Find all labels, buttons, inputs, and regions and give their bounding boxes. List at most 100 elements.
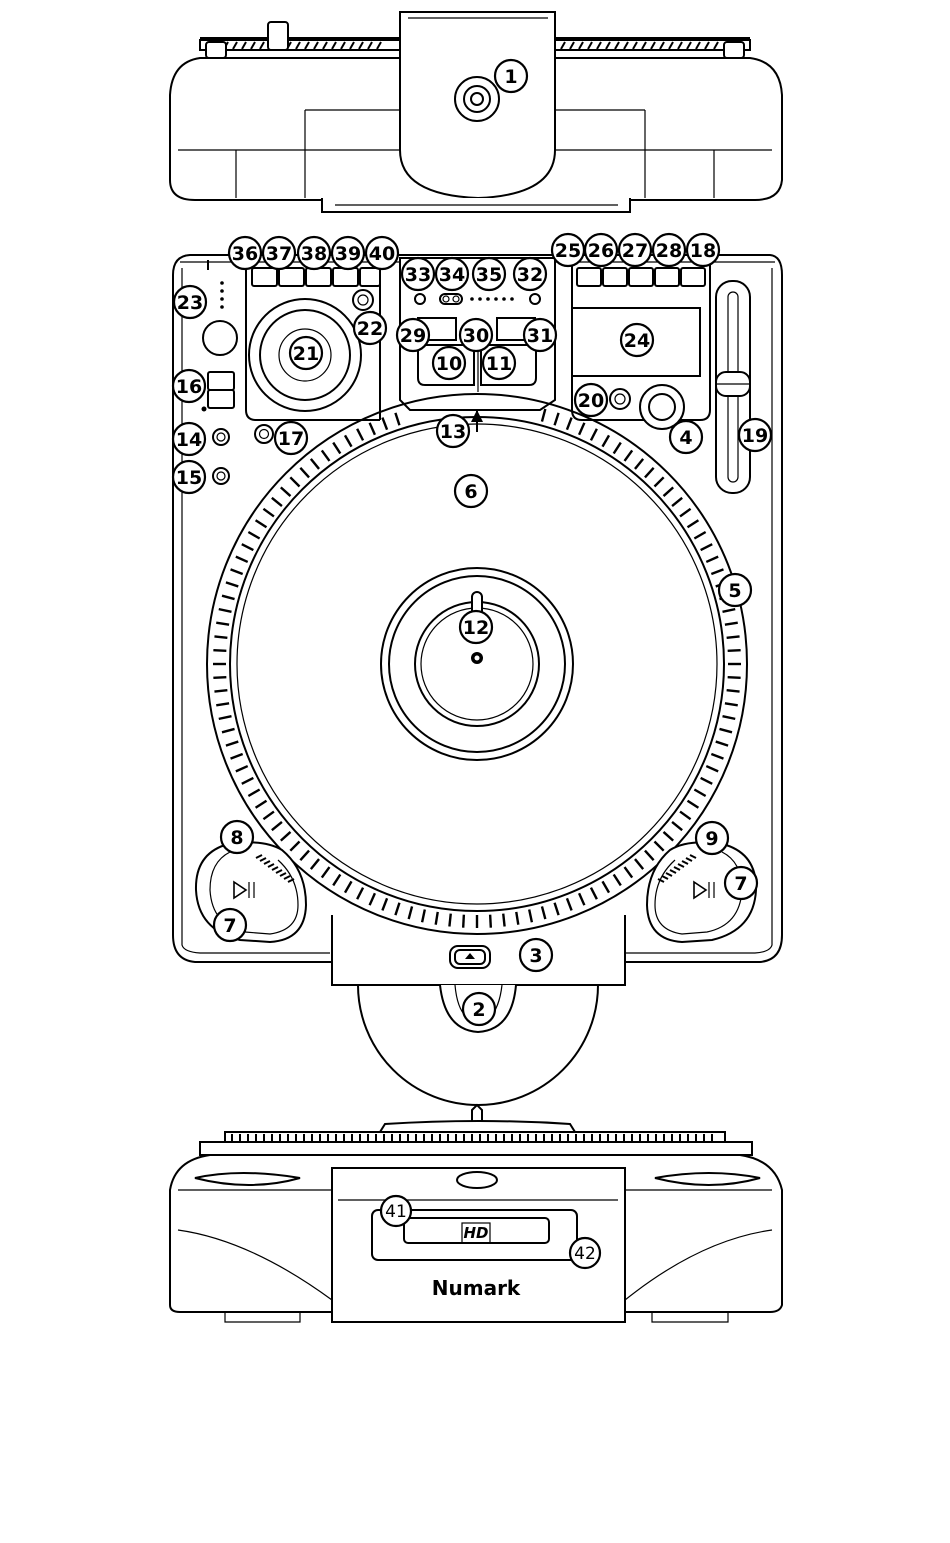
knob-22[interactable] — [353, 290, 373, 310]
callout-26: 26 — [585, 234, 617, 266]
callout-label: 18 — [690, 240, 716, 262]
callout-39: 39 — [332, 237, 364, 269]
callout-11: 11 — [483, 347, 515, 379]
button-18[interactable] — [681, 268, 705, 286]
callout-20: 20 — [575, 384, 607, 416]
callout-32: 32 — [514, 258, 546, 290]
callout-label: 9 — [705, 828, 718, 850]
led-33 — [415, 294, 425, 304]
callout-label: 3 — [529, 945, 542, 967]
callout-label: 21 — [293, 343, 319, 365]
button-37[interactable] — [279, 268, 304, 286]
callout-1: 1 — [495, 60, 527, 92]
callout-23: 23 — [174, 286, 206, 318]
callout-3: 3 — [520, 939, 552, 971]
led-32 — [530, 294, 540, 304]
rear-dial — [268, 22, 288, 50]
callout-13: 13 — [437, 415, 469, 447]
callout-28: 28 — [653, 234, 685, 266]
hd-badge: HD — [463, 1224, 488, 1242]
callout-33: 33 — [402, 258, 434, 290]
callout-label: 20 — [578, 390, 604, 412]
callout-label: 10 — [436, 353, 462, 375]
callout-24: 24 — [621, 324, 653, 356]
button-23[interactable] — [203, 321, 237, 355]
left-button-row — [252, 268, 380, 286]
button-26[interactable] — [603, 268, 627, 286]
callout-18: 18 — [687, 234, 719, 266]
callout-6: 6 — [455, 475, 487, 507]
right-button-row — [577, 268, 705, 286]
button-27[interactable] — [629, 268, 653, 286]
callout-label: 23 — [177, 292, 203, 314]
callout-label: 34 — [439, 264, 465, 286]
callout-label: 12 — [463, 617, 489, 639]
callout-31: 31 — [524, 319, 556, 351]
callout-36: 36 — [229, 237, 261, 269]
brand-logo: Numark — [432, 1276, 521, 1300]
callout-label: 35 — [476, 264, 502, 286]
callout-label: 25 — [555, 240, 581, 262]
callout-4: 4 — [670, 421, 702, 453]
callout-12: 12 — [460, 611, 492, 643]
callout-label: 30 — [463, 325, 489, 347]
button-28[interactable] — [655, 268, 679, 286]
front-vents — [232, 1134, 712, 1141]
callout-22: 22 — [354, 312, 386, 344]
callout-label: 42 — [574, 1244, 596, 1264]
rear-knob-left — [206, 42, 226, 58]
callout-label: 4 — [679, 427, 692, 449]
callout-label: 22 — [357, 318, 383, 340]
callout-label: 28 — [656, 240, 682, 262]
callout-21: 21 — [290, 337, 322, 369]
callout-label: 16 — [176, 376, 202, 398]
callout-40: 40 — [366, 237, 398, 269]
callout-27: 27 — [619, 234, 651, 266]
callout-label: 37 — [266, 243, 292, 265]
callout-label: 26 — [588, 240, 614, 262]
callout-29: 29 — [397, 319, 429, 351]
callout-label: 41 — [385, 1202, 407, 1222]
callout-label: 14 — [176, 429, 202, 451]
callout-label: 39 — [335, 243, 361, 265]
button-39[interactable] — [333, 268, 358, 286]
callout-35: 35 — [473, 258, 505, 290]
callout-label: 38 — [301, 243, 327, 265]
callout-34: 34 — [436, 258, 468, 290]
callout-label: 24 — [624, 330, 650, 352]
callout-25: 25 — [552, 234, 584, 266]
callout-label: 2 — [472, 999, 485, 1021]
callout-30: 30 — [460, 319, 492, 351]
callout-38: 38 — [298, 237, 330, 269]
callout-label: 36 — [232, 243, 258, 265]
play-pause-left[interactable] — [196, 842, 306, 942]
callout-14: 14 — [173, 423, 205, 455]
button-36[interactable] — [252, 268, 277, 286]
button-40[interactable] — [360, 268, 380, 286]
callout-41: 41 — [381, 1196, 411, 1226]
button-25[interactable] — [577, 268, 601, 286]
rear-knob-right — [724, 42, 744, 58]
callout-label: 40 — [369, 243, 395, 265]
callout-5: 5 — [719, 574, 751, 606]
callout-label: 7 — [734, 873, 747, 895]
knob-20[interactable] — [610, 389, 630, 409]
callout-label: 17 — [278, 428, 304, 450]
knob-17[interactable] — [255, 425, 273, 443]
callout-37: 37 — [263, 237, 295, 269]
jack-14[interactable] — [213, 429, 229, 445]
callout-label: 1 — [504, 66, 517, 88]
callout-2: 2 — [463, 993, 495, 1025]
callout-8: 8 — [221, 821, 253, 853]
callout-16: 16 — [173, 370, 205, 402]
button-16a[interactable] — [208, 372, 234, 390]
button-16b[interactable] — [208, 390, 234, 408]
jack-15[interactable] — [213, 468, 229, 484]
callout-10: 10 — [433, 347, 465, 379]
callout-label: 6 — [464, 481, 477, 503]
callout-7a: 7 — [214, 909, 246, 941]
button-38[interactable] — [306, 268, 331, 286]
callout-42: 42 — [570, 1238, 600, 1268]
callout-label: 8 — [230, 827, 243, 849]
